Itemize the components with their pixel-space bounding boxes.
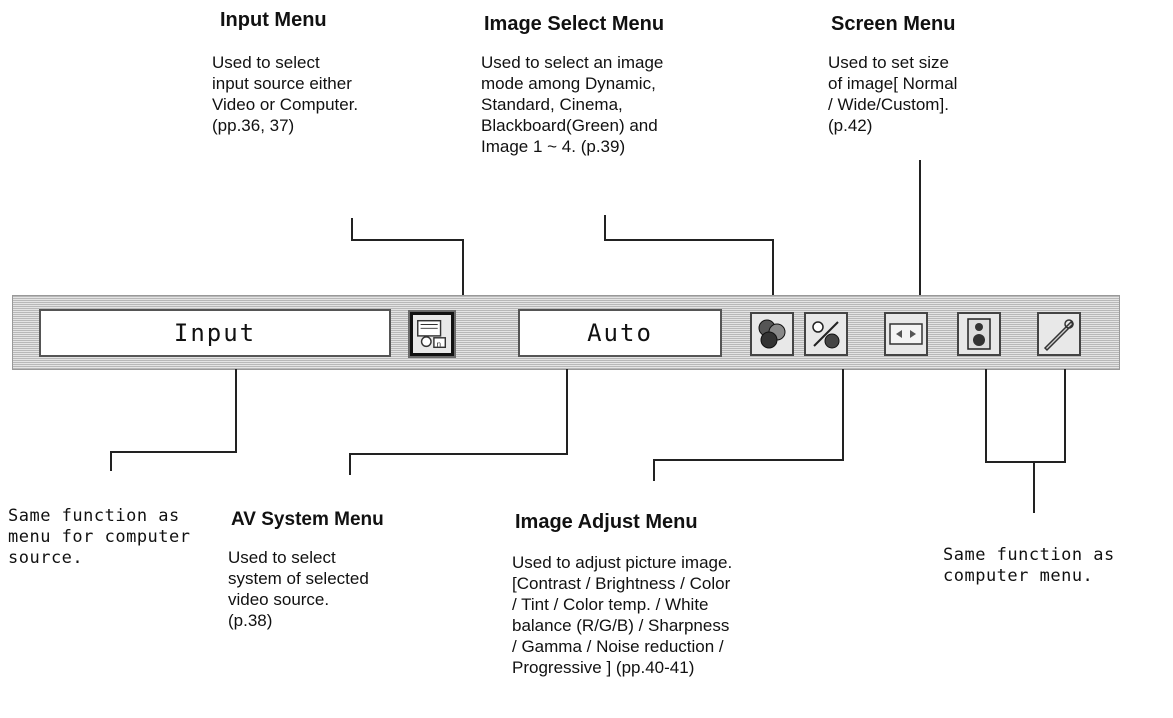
same-function-right-description: Same function as computer menu. [943,545,1115,586]
connector-line [462,239,464,307]
connector-line [653,459,655,481]
connector-line [351,218,353,240]
screen-icon[interactable] [884,312,928,356]
screen-menu-title: Screen Menu [831,13,956,35]
connector-line [349,453,351,475]
connector-line [1033,461,1035,513]
image-select-icon[interactable] [750,312,794,356]
connector-line [351,239,464,241]
setting-icon[interactable] [1037,312,1081,356]
connector-line [985,369,987,463]
connector-line [110,451,112,471]
image-adjust-menu-description: Used to adjust picture image. [Contrast … [512,553,733,677]
input-field[interactable]: Input [39,309,391,357]
connector-line [1064,369,1066,463]
connector-line [235,369,237,453]
svg-text:n: n [437,339,441,348]
connector-line [985,461,1066,463]
image-adjust-menu-title: Image Adjust Menu [515,511,698,533]
connector-line [842,369,844,461]
same-function-left-description: Same function as menu for computer sourc… [8,506,191,568]
connector-line [349,453,568,455]
av-system-menu-description: Used to select system of selected video … [228,548,369,630]
connector-line [110,451,237,453]
connector-line [566,369,568,455]
av-system-field[interactable]: Auto [518,309,722,357]
connector-line [653,459,844,461]
sound-icon[interactable] [957,312,1001,356]
connector-line [919,160,921,308]
input-icon[interactable]: n [408,310,456,358]
menu-bar: Input n Auto [12,295,1120,370]
image-select-menu-title: Image Select Menu [484,13,665,35]
connector-line [604,215,606,240]
image-select-menu-description: Used to select an image mode among Dynam… [481,53,664,156]
connector-line [604,239,774,241]
av-system-menu-title: AV System Menu [231,509,384,530]
connector-line [772,239,774,307]
image-adjust-icon[interactable] [804,312,848,356]
input-menu-title: Input Menu [220,9,327,31]
input-menu-description: Used to select input source either Video… [212,53,359,135]
screen-menu-description: Used to set size of image[ Normal / Wide… [828,53,958,135]
